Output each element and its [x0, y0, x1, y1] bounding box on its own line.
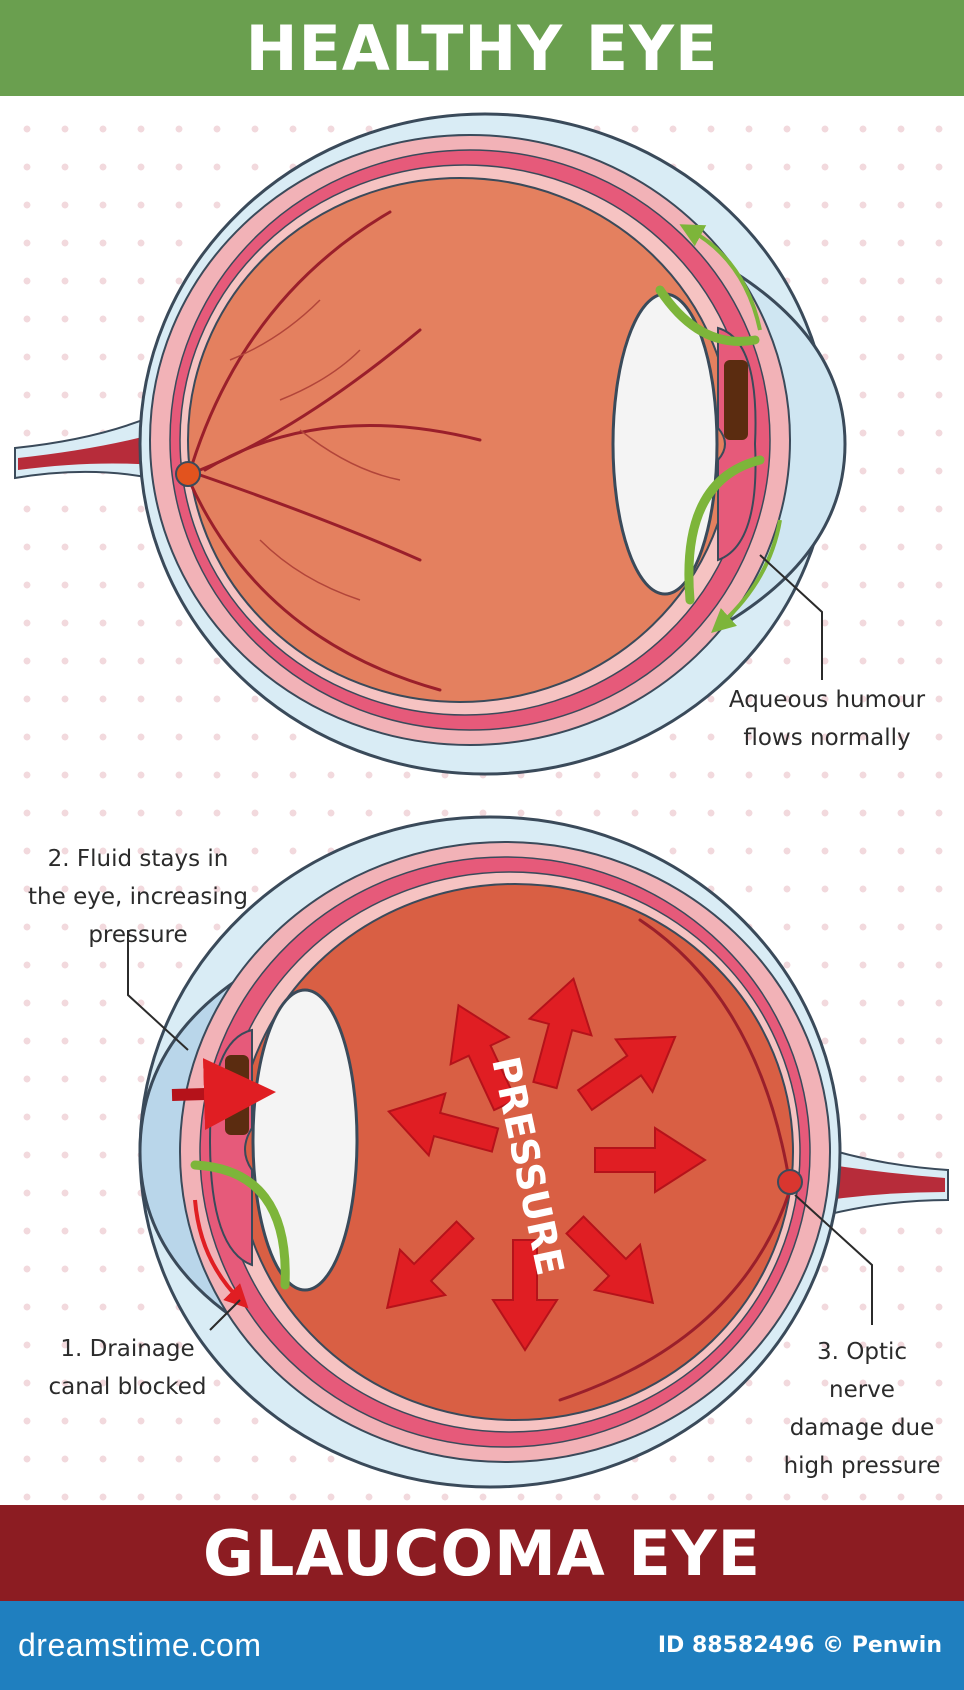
glaucoma-eye-title: GLAUCOMA EYE [203, 1516, 761, 1590]
drain-line1: 1. Drainage [60, 1336, 195, 1362]
stock-footer: dreamstime.com ID 88582496 © Penwin [0, 1601, 964, 1690]
drainage-blocked-label: 1. Drainage canal blocked [35, 1330, 220, 1406]
optic-line3: damage due [789, 1415, 935, 1441]
fluid-line2: the eye, increasing [28, 884, 248, 910]
footer-image-id: ID 88582496 © Penwin [657, 1633, 942, 1658]
aqueous-flow-line2: flows normally [743, 725, 911, 751]
optic-line1: 3. Optic [816, 1339, 907, 1365]
optic-line4: high pressure [783, 1453, 941, 1479]
fluid-pressure-label: 2. Fluid stays in the eye, increasing pr… [18, 840, 258, 954]
fluid-line1: 2. Fluid stays in [47, 846, 229, 872]
glaucoma-eye-banner: GLAUCOMA EYE [0, 1505, 964, 1601]
healthy-eye-diagram [14, 112, 847, 776]
optic-line2: nerve [829, 1377, 895, 1403]
aqueous-flow-label: Aqueous humour flows normally [712, 681, 942, 757]
footer-brand: dreamstime.com [18, 1627, 262, 1663]
aqueous-flow-line1: Aqueous humour [728, 687, 926, 713]
drain-line2: canal blocked [48, 1374, 207, 1400]
fluid-line3: pressure [88, 922, 188, 948]
healthy-eye-banner: HEALTHY EYE [0, 0, 964, 96]
healthy-eye-title: HEALTHY EYE [245, 11, 719, 85]
optic-nerve-damage-label: 3. Optic nerve damage due high pressure [770, 1333, 954, 1485]
glaucoma-eye-diagram: PRESSURE [127, 815, 949, 1489]
